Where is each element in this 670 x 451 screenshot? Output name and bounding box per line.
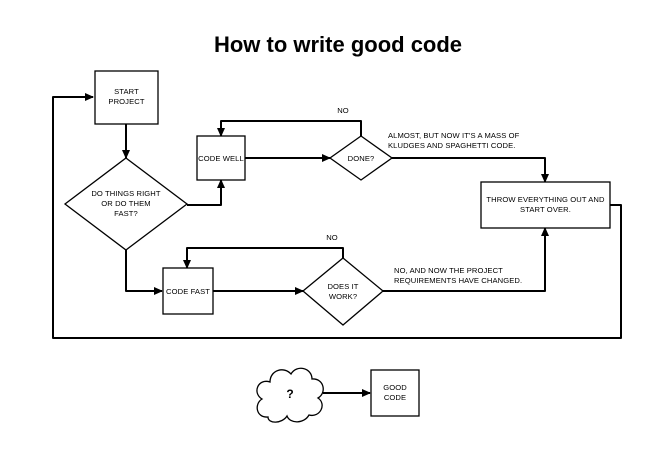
edge-done-no-loop [217,120,362,137]
node-label: THROW EVERYTHING OUT AND [486,195,605,204]
question-mark: ? [286,387,293,401]
node-label: START OVER. [520,205,571,214]
edge-label-done-almost: KLUDGES AND SPAGHETTI CODE. [388,141,515,150]
node-label: CODE FAST [166,287,210,296]
node-label: DONE? [348,154,375,163]
connectors [52,93,622,397]
edge-throw-out-back-to-start [52,93,622,339]
node-label: CODE [384,393,406,402]
node-start-project: START PROJECT [94,70,159,125]
cloud-icon [256,367,324,423]
node-good-code: GOOD CODE [370,369,420,417]
edge-decision-to-code-well [187,179,225,206]
node-decision-done: DONE? [328,135,394,181]
node-label: WORK? [329,292,357,301]
node-label: START [114,87,139,96]
edge-decision-to-code-fast [125,250,163,295]
edge-done-to-throw-out [392,157,549,183]
edge-label-work-changed: REQUIREMENTS HAVE CHANGED. [394,276,522,285]
node-label: DOES IT [327,282,358,291]
edge-label-done-almost: ALMOST, BUT NOW IT'S A MASS OF [388,131,520,140]
node-label: FAST? [114,209,138,218]
node-decision-does-it-work: DOES IT WORK? [301,257,385,326]
node-throw-everything-out: THROW EVERYTHING OUT AND START OVER. [480,181,611,229]
node-label: CODE WELL [198,154,244,163]
node-label: DO THINGS RIGHT [91,189,161,198]
edge-work-to-throw-out [383,227,549,292]
edge-label-work-changed: NO, AND NOW THE PROJECT [394,266,503,275]
node-label: PROJECT [108,97,144,106]
node-code-well: CODE WELL [196,135,246,181]
edge-label-done-no: NO [337,106,349,115]
node-decision-right-or-fast: DO THINGS RIGHT OR DO THEM FAST? [63,157,189,251]
edge-label-work-no: NO [326,233,338,242]
node-question-cloud: ? [256,367,324,423]
edge-work-no-loop [183,247,344,269]
node-label: OR DO THEM [101,199,150,208]
diagram-title: How to write good code [214,32,462,57]
node-code-fast: CODE FAST [162,267,214,315]
node-label: GOOD [383,383,407,392]
